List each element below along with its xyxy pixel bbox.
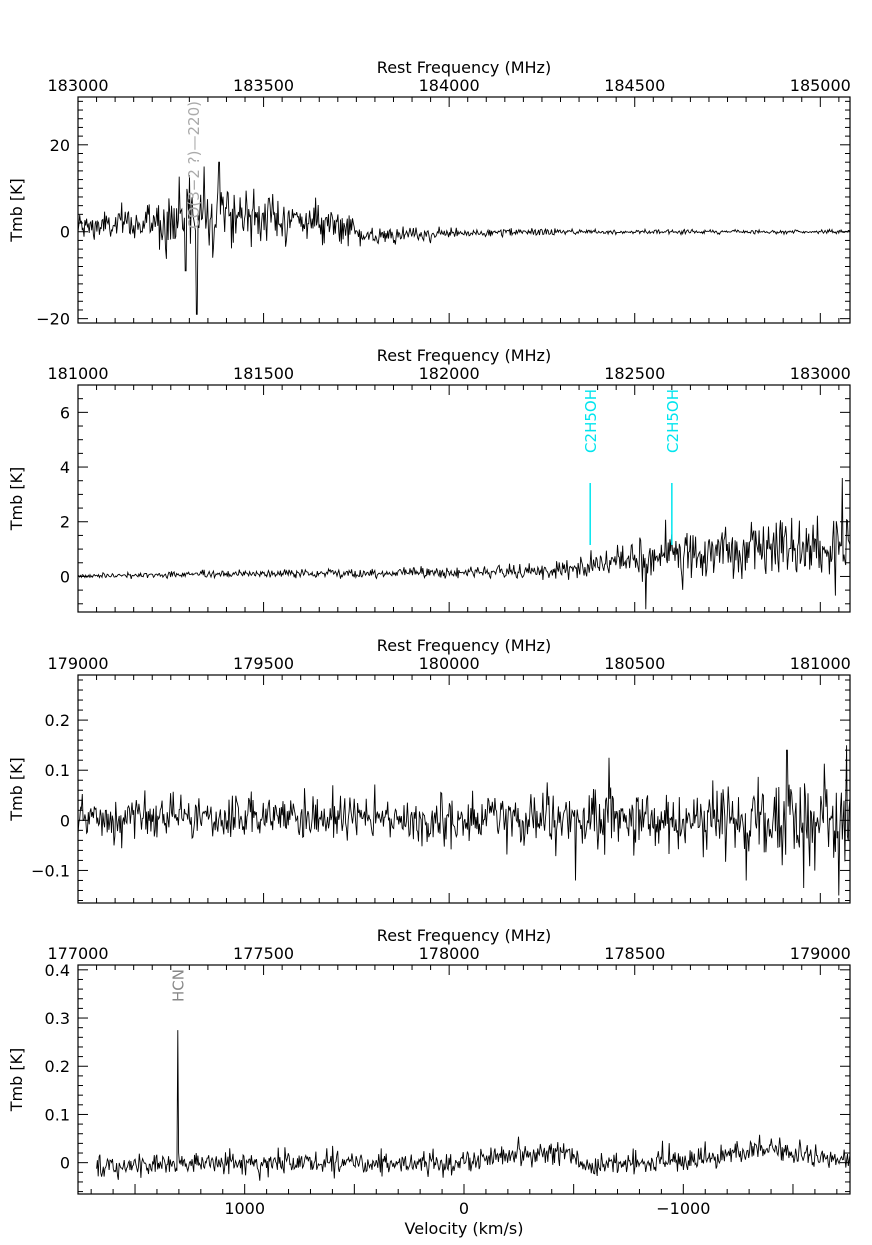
spectrum-trace-3 — [78, 745, 850, 896]
y-tick-label: 6 — [60, 403, 70, 422]
top-tick-label: 180000 — [419, 654, 480, 673]
top-tick-label: 177000 — [47, 944, 108, 963]
y-tick-label: −20 — [36, 310, 70, 329]
top-axis-label: Rest Frequency (MHz) — [377, 636, 551, 655]
top-tick-label: 179000 — [47, 654, 108, 673]
top-tick-label: 181500 — [233, 364, 294, 383]
y-tick-label: 0.4 — [45, 961, 70, 980]
y-tick-label: 0 — [60, 1154, 70, 1173]
line-label: CO(3−2 ?)—220) — [185, 101, 203, 229]
top-tick-label: 179500 — [233, 654, 294, 673]
top-tick-label: 178000 — [419, 944, 480, 963]
plot-frame-3 — [77, 674, 851, 904]
plot-frame-2 — [77, 384, 851, 613]
top-tick-label: 183000 — [790, 364, 851, 383]
y-axis-label: Tmb [K] — [7, 467, 26, 532]
line-label: C2H5OH — [582, 389, 600, 453]
y-tick-label: 0.2 — [45, 1057, 70, 1076]
spectrum-trace-4 — [96, 1030, 850, 1181]
top-axis-label: Rest Frequency (MHz) — [377, 346, 551, 365]
spectrum-trace-1 — [78, 161, 850, 315]
y-tick-label: 2 — [60, 513, 70, 532]
spectrum-panel-3: 179000 179500 180000 180500 181000 Rest Frequ… — [7, 636, 851, 904]
spectrum-panel-1: 183000 183500 184000 184500 185000 Rest Frequ… — [7, 58, 851, 329]
top-tick-label: 182000 — [419, 364, 480, 383]
y-axis-label: Tmb [K] — [7, 178, 26, 243]
top-tick-label: 184000 — [419, 76, 480, 95]
velocity-tick-label: 0 — [459, 1199, 469, 1218]
y-tick-label: 0 — [60, 567, 70, 586]
y-tick-label: 0 — [60, 811, 70, 830]
velocity-tick-label: −1000 — [656, 1199, 710, 1218]
y-tick-label: 0.1 — [45, 1105, 70, 1124]
top-tick-label: 178500 — [604, 944, 665, 963]
top-tick-label: 184500 — [604, 76, 665, 95]
top-tick-label: 179000 — [790, 944, 851, 963]
top-axis-label: Rest Frequency (MHz) — [377, 926, 551, 945]
y-tick-label: −0.1 — [31, 861, 70, 880]
y-tick-label: 0.2 — [45, 711, 70, 730]
top-tick-label: 183000 — [47, 76, 108, 95]
top-tick-label: 183500 — [233, 76, 294, 95]
top-tick-label: 182500 — [604, 364, 665, 383]
top-tick-label: 181000 — [790, 654, 851, 673]
line-label: HCN — [169, 969, 187, 1002]
spectrum-panel-2: 181000 181500 182000 182500 183000 Rest Frequ… — [7, 346, 851, 613]
spectrum-panel-4: 177000 177500 178000 178500 179000 Rest Frequ… — [7, 926, 851, 1238]
spectrum-trace-2 — [78, 477, 850, 610]
top-tick-label: 181000 — [47, 364, 108, 383]
velocity-tick-label: 1000 — [224, 1199, 265, 1218]
y-axis-label: Tmb [K] — [7, 1048, 26, 1113]
top-tick-label: 177500 — [233, 944, 294, 963]
y-tick-label: 0.1 — [45, 761, 70, 780]
line-label: C2H5OH — [664, 389, 682, 453]
bottom-axis-label: Velocity (km/s) — [405, 1219, 524, 1238]
y-tick-label: 20 — [50, 136, 70, 155]
plot-frame-1 — [77, 96, 851, 324]
top-tick-label: 185000 — [790, 76, 851, 95]
top-axis-label: Rest Frequency (MHz) — [377, 58, 551, 77]
y-tick-label: 0 — [60, 223, 70, 242]
top-tick-label: 180500 — [604, 654, 665, 673]
y-axis-label: Tmb [K] — [7, 757, 26, 822]
y-tick-label: 0.3 — [45, 1009, 70, 1028]
y-tick-label: 4 — [60, 458, 70, 477]
